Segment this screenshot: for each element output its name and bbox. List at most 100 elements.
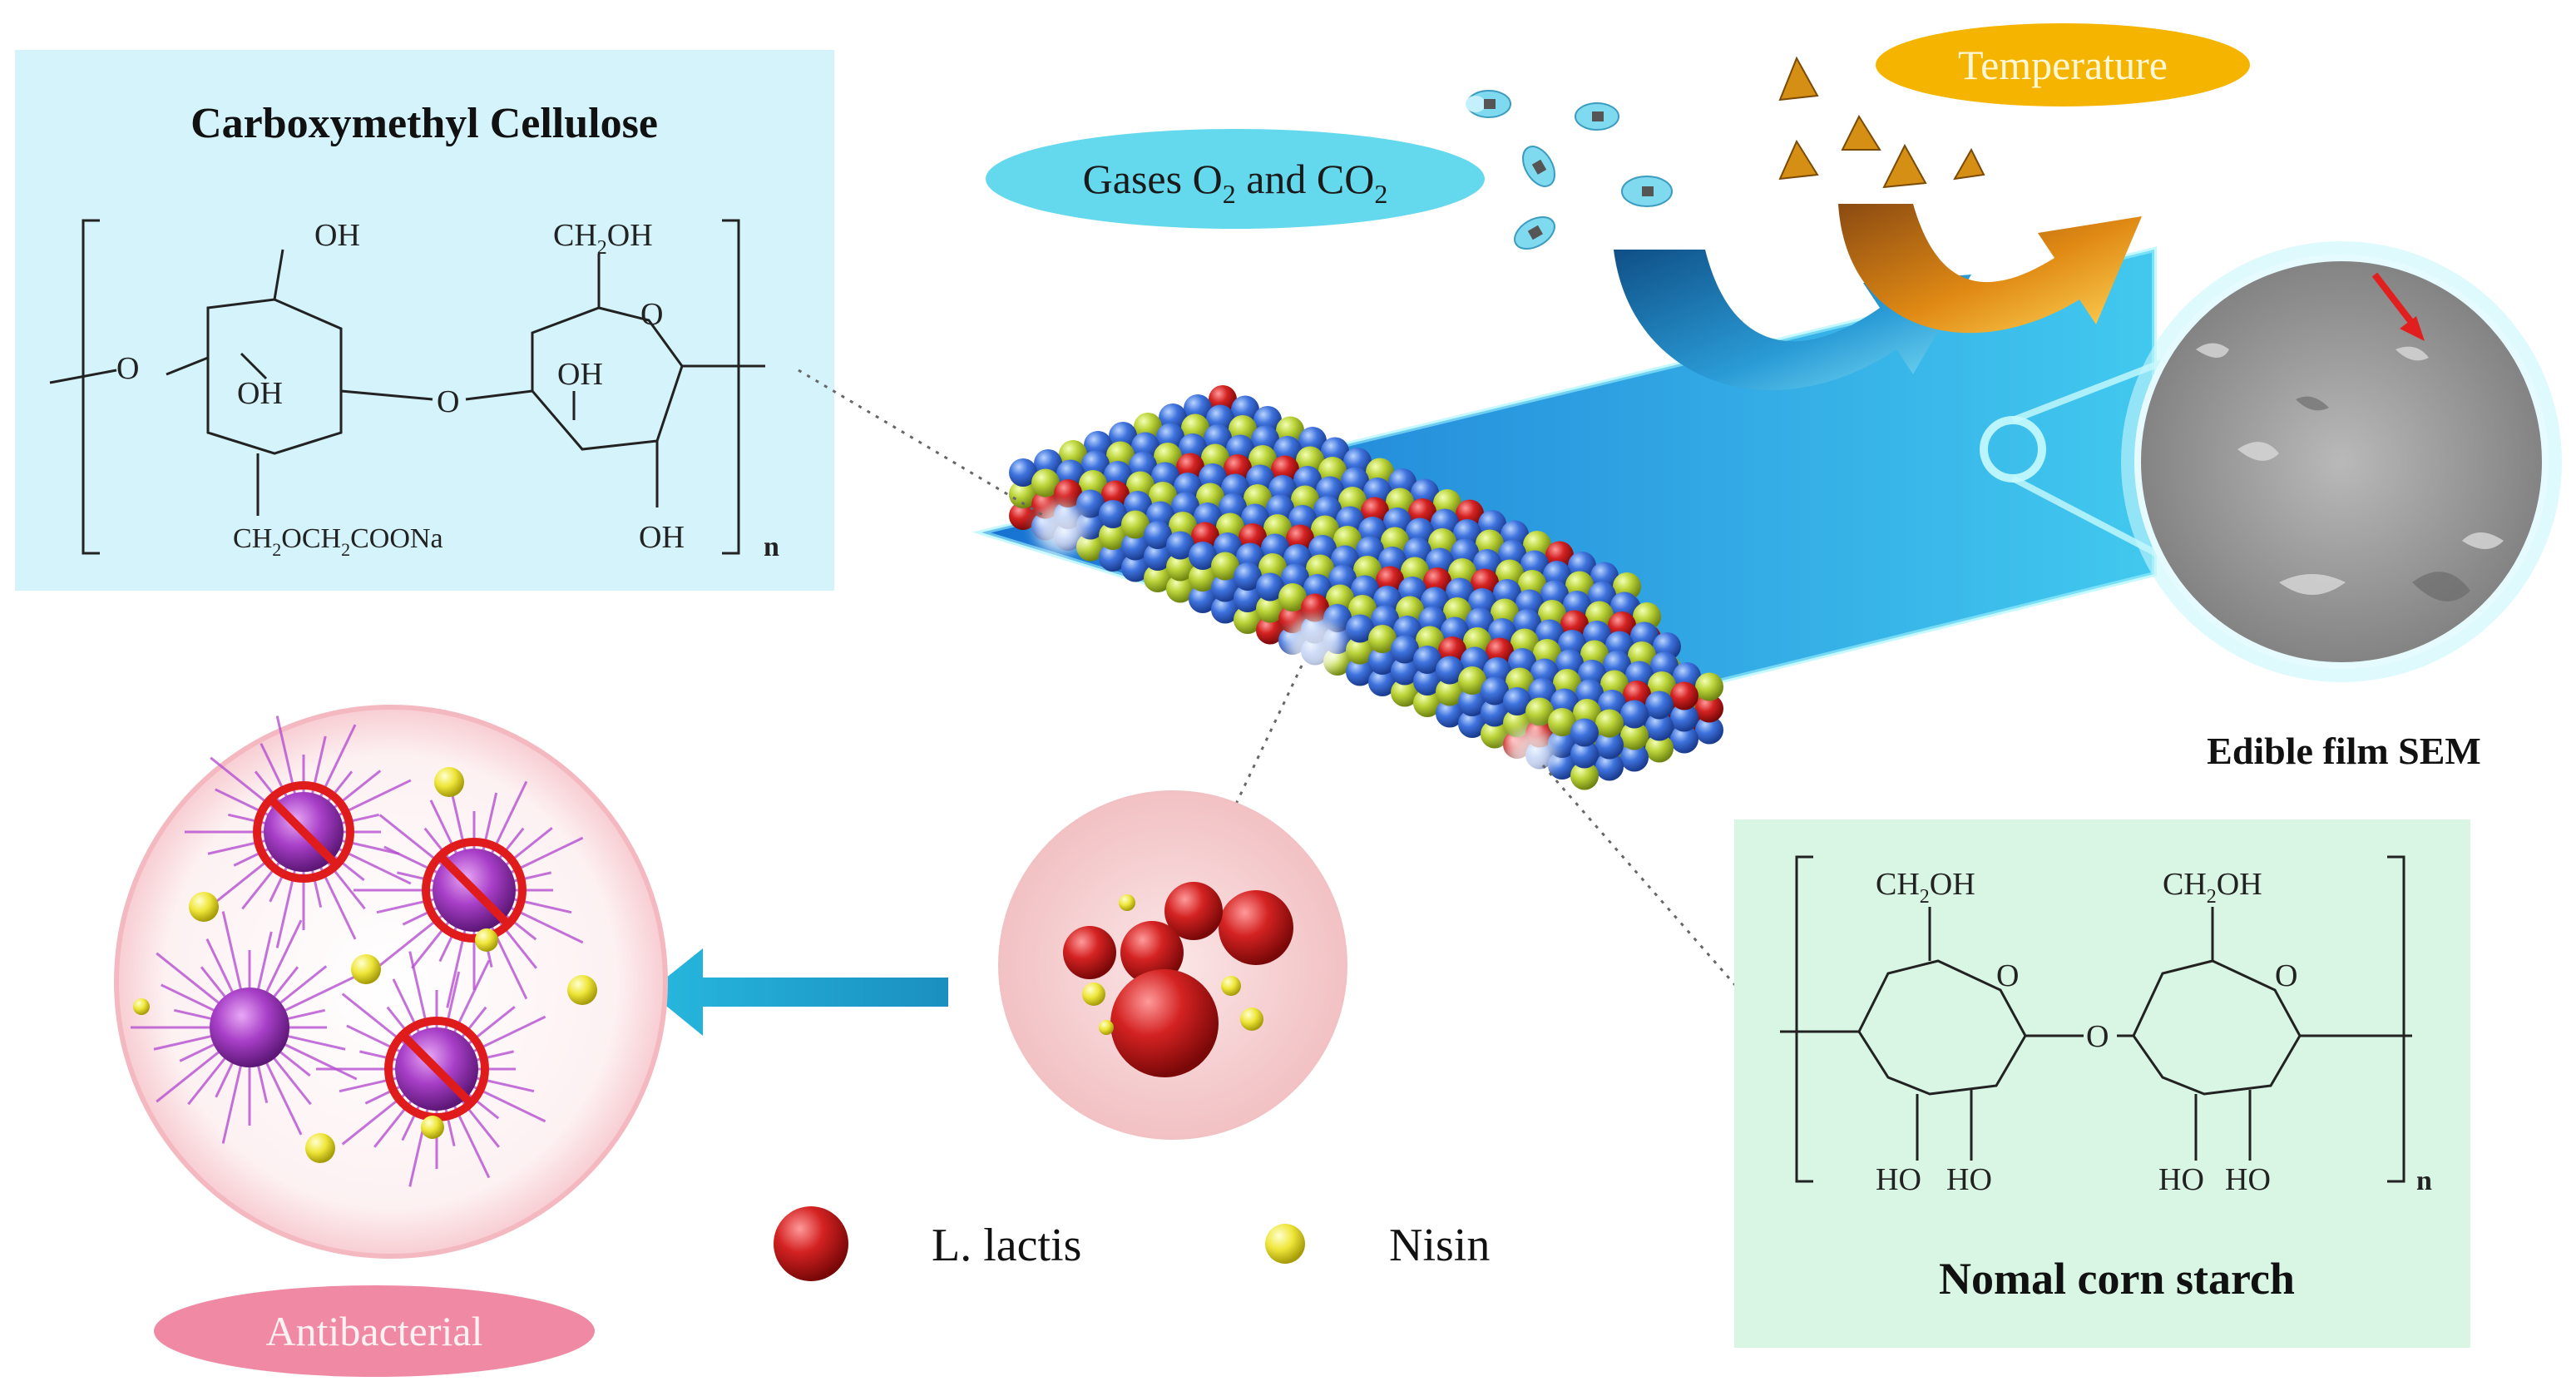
film-sphere (1458, 688, 1486, 716)
temperature-particles (1778, 56, 1985, 189)
film-sphere (1278, 583, 1307, 611)
film-sphere (1256, 572, 1284, 601)
cmc-oh-bottom: OH (639, 520, 685, 555)
film-sphere (1436, 656, 1464, 685)
film-sphere (1391, 656, 1419, 686)
film-sphere (1121, 532, 1150, 561)
starch-ch2oh-a: CH2OH (1876, 867, 1975, 908)
bacterium (316, 951, 546, 1187)
film-sphere (1620, 721, 1649, 750)
film-sphere (1570, 761, 1599, 790)
lactis-zoom (998, 790, 1347, 1140)
cmc-structure (49, 219, 765, 555)
legend-nisin-label: Nisin (1389, 1220, 1490, 1271)
film-sphere (1256, 616, 1284, 645)
legend-lactis-swatch (774, 1206, 848, 1281)
film-sphere (1144, 542, 1172, 571)
film-sphere (1620, 743, 1649, 772)
starch-ho-2: HO (1946, 1162, 1992, 1197)
film-sphere (1595, 752, 1624, 781)
prohibition-icon (253, 781, 354, 883)
film-sphere (1595, 709, 1624, 738)
bacterium (185, 715, 412, 948)
film-sphere (1368, 646, 1397, 675)
film-sphere (1144, 521, 1172, 549)
film-sphere (1645, 691, 1674, 720)
cmc-o-left: O (116, 351, 139, 386)
film-sphere (1570, 718, 1599, 747)
film-sphere (1234, 584, 1262, 612)
starch-o-bridge: O (2086, 1019, 2109, 1054)
film-sphere (1189, 542, 1217, 570)
film-sphere (1548, 751, 1576, 780)
film-sphere (1054, 479, 1082, 507)
film-sphere (1121, 510, 1150, 539)
starch-n: n (2416, 1166, 2432, 1196)
film-sphere (1670, 681, 1698, 710)
cmc-side-group: CH2OCH2COONa (233, 523, 443, 560)
film-sphere (1413, 646, 1441, 674)
film-sphere (1234, 606, 1262, 634)
film-sphere (1481, 720, 1509, 749)
prohibition-icon (422, 838, 527, 943)
film-sphere (1346, 657, 1374, 686)
cmc-o-bridge: O (437, 384, 459, 419)
film-sphere (1670, 703, 1698, 732)
film-sphere (1368, 668, 1397, 696)
starch-o-ring-a: O (1996, 958, 2019, 993)
starch-o-ring-b: O (2275, 958, 2297, 993)
film-sphere (1436, 699, 1464, 728)
starch-title: Nomal corn starch (1939, 1254, 2295, 1304)
edible-film-spheres (1009, 385, 1723, 790)
nisin-particles (133, 767, 597, 1163)
film-sphere (1301, 593, 1329, 622)
film-sphere (1368, 625, 1397, 653)
legend: L. lactis Nisin (774, 1206, 1490, 1281)
antibacterial-zoom (114, 705, 668, 1259)
film-sphere (1346, 636, 1374, 665)
film-sphere (1121, 553, 1150, 582)
film-sphere (1695, 694, 1723, 723)
film-sphere (1256, 594, 1284, 623)
film-sphere (1481, 698, 1509, 727)
film-sphere (1076, 489, 1105, 518)
film-sphere (1481, 676, 1509, 705)
gases-label: Gases O2 and CO2 (1083, 156, 1388, 209)
film-sphere (1670, 725, 1698, 754)
film-sphere (1458, 710, 1486, 738)
film-sphere (1211, 595, 1239, 624)
film-sphere (1503, 687, 1531, 715)
film-sphere (1166, 574, 1194, 603)
film-sphere (1645, 734, 1674, 763)
film-sphere (1595, 730, 1624, 760)
film-sphere (1413, 689, 1441, 717)
starch-structure (1780, 855, 2412, 1183)
film-sphere (1413, 667, 1441, 696)
bacteria-group (131, 715, 584, 1187)
film-sphere (1166, 531, 1194, 560)
film-sphere (1099, 522, 1127, 550)
film-sphere (1391, 678, 1419, 707)
cmc-o-ring: O (640, 297, 663, 332)
film-sphere (1525, 697, 1554, 726)
sem-zoom: Edible film SEM (1980, 241, 2562, 772)
film-sphere (1620, 700, 1649, 729)
film-sphere (1099, 500, 1127, 528)
sphere-highlights (1036, 503, 1555, 778)
cmc-n: n (764, 532, 779, 562)
legend-nisin-swatch (1265, 1224, 1305, 1264)
sem-caption: Edible film SEM (2207, 730, 2481, 772)
starch-panel: CH2OH CH2OH O O O HO HO HO HO n Nomal co… (1734, 819, 2470, 1348)
starch-ho-1: HO (1876, 1162, 1921, 1197)
film-sphere (1031, 468, 1060, 498)
film-sphere (1211, 573, 1239, 602)
legend-lactis-label: L. lactis (932, 1220, 1081, 1271)
film-sphere (1548, 708, 1576, 736)
film-sphere (1211, 552, 1239, 581)
bacterium (131, 911, 358, 1144)
cmc-title: Carboxymethyl Cellulose (190, 100, 658, 147)
film-sphere (1695, 672, 1723, 701)
antibacterial-label: Antibacterial (266, 1308, 483, 1354)
temperature-pill: Temperature (1876, 23, 2250, 106)
